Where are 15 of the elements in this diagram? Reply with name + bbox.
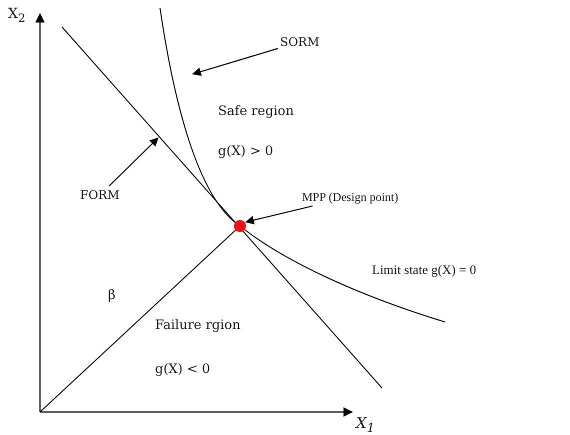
diagram-label: X$_{1}$ — [356, 414, 375, 435]
diagram-label: Failure rgion — [155, 318, 241, 334]
diagram-label: g(X) > 0 — [218, 144, 274, 160]
leader-arrow — [192, 48, 278, 76]
callout-text: MPP (Design point) — [302, 190, 398, 204]
leader-arrow — [108, 137, 159, 186]
design-point-dot — [234, 220, 246, 232]
diagram-label: β — [108, 288, 116, 304]
callout-text: SORM — [280, 35, 320, 50]
diagram-label: Safe region — [218, 104, 294, 120]
callout-text: FORM — [80, 188, 120, 202]
diagram-label: Limit state g(X) = 0 — [372, 262, 476, 278]
leader-arrow — [245, 205, 313, 224]
diagram-label: g(X) < 0 — [155, 362, 210, 378]
diagram-label: X$_{2}$ — [8, 6, 26, 25]
